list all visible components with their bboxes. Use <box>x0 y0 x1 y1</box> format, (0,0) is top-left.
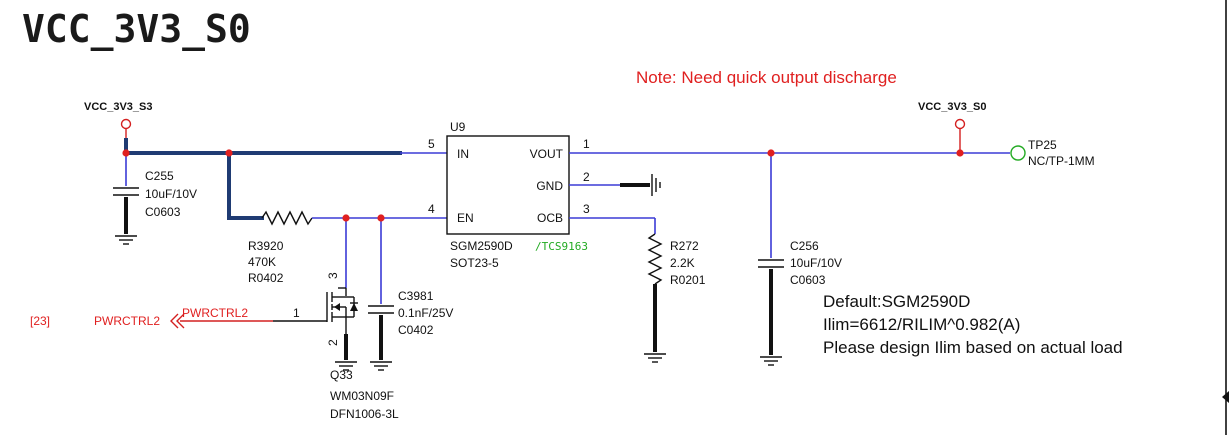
r272-value: 2.2K <box>670 256 695 270</box>
input-rail-terminal <box>120 118 132 130</box>
r3920-package: R0402 <box>248 271 284 285</box>
ground-symbol-c256 <box>760 356 782 366</box>
ground-symbol-c3981 <box>370 361 392 371</box>
c256-ref: C256 <box>790 239 819 253</box>
output-rail-terminal <box>954 118 966 130</box>
u9-pin-en-name: EN <box>457 211 474 225</box>
junction-vout-c256 <box>767 149 775 157</box>
q33-part: WM03N09F <box>330 389 394 403</box>
pwrctrl2-net-label: PWRCTRL2 <box>182 306 248 320</box>
u9-ref: U9 <box>450 120 466 134</box>
u9-pin-gnd-name: GND <box>536 179 563 193</box>
c3981-value: 0.1nF/25V <box>398 306 453 320</box>
en-pullup-bus <box>227 151 264 220</box>
q33-pin-drain: 3 <box>326 272 340 279</box>
q33-package: DFN1006-3L <box>330 407 399 421</box>
offpage-connector-arrows <box>170 313 185 329</box>
junction-input-en <box>225 149 233 157</box>
c255-package: C0603 <box>145 205 181 219</box>
junction-en-q33 <box>342 214 350 222</box>
u9-pin-ocb-name: OCB <box>537 211 563 225</box>
junction-vout-rail <box>956 149 964 157</box>
r3920-value: 470K <box>248 255 276 269</box>
u9-pin-vout-num: 1 <box>583 137 590 151</box>
u9-alt-part: /TCS9163 <box>535 240 588 253</box>
sheet-title: VCC_3V3_S0 <box>22 7 251 51</box>
u9-package: SOT23-5 <box>450 256 499 270</box>
input-rail-port: VCC_3V3_S3 <box>84 101 153 138</box>
u9-pin-vout-name: VOUT <box>530 147 564 161</box>
u9-pin-ocb-num: 3 <box>583 202 590 216</box>
r272-ref: R272 <box>670 239 699 253</box>
r272-package: R0201 <box>670 273 706 287</box>
ground-symbol-r272 <box>644 353 666 363</box>
resistor-r272: R272 2.2K R0201 <box>647 233 706 352</box>
u9-pin-en-num: 4 <box>428 202 435 216</box>
capacitor-c255: C255 10uF/10V C0603 <box>113 153 197 234</box>
testpoint-icon <box>1010 145 1026 161</box>
c3981-ref: C3981 <box>398 289 434 303</box>
u9-pin-in-name: IN <box>457 147 469 161</box>
junction-input-c255 <box>122 149 130 157</box>
q33-pin-source: 2 <box>326 339 340 346</box>
default-note-line-3: Please design Ilim based on actual load <box>823 338 1123 357</box>
c256-value: 10uF/10V <box>790 256 842 270</box>
sheet-reference: [23] <box>30 314 50 328</box>
q33-pin-gate: 1 <box>293 306 300 320</box>
capacitor-c256: C256 10uF/10V C0603 <box>758 153 842 355</box>
ground-symbol-q33 <box>335 361 357 371</box>
default-note-line-1: Default:SGM2590D <box>823 292 970 311</box>
output-rail-label: VCC_3V3_S0 <box>918 101 987 113</box>
junction-en-c3981 <box>377 214 385 222</box>
c256-package: C0603 <box>790 273 826 287</box>
u9-pin-in-num: 5 <box>428 137 435 151</box>
u9-part: SGM2590D <box>450 239 513 253</box>
testpoint-tp25: TP25 NC/TP-1MM <box>1010 138 1095 168</box>
u9-pin-gnd-num: 2 <box>583 170 590 184</box>
discharge-note: Note: Need quick output discharge <box>636 68 897 87</box>
r3920-ref: R3920 <box>248 239 284 253</box>
c255-ref: C255 <box>145 169 174 183</box>
offpage-net-label: PWRCTRL2 <box>94 314 160 328</box>
c255-value: 10uF/10V <box>145 187 197 201</box>
capacitor-c3981: C3981 0.1nF/25V C0402 <box>368 289 453 360</box>
tp25-value: NC/TP-1MM <box>1028 154 1095 168</box>
input-rail-label: VCC_3V3_S3 <box>84 101 153 113</box>
output-rail-port: VCC_3V3_S0 <box>918 101 987 153</box>
default-note-line-2: Ilim=6612/RILIM^0.982(A) <box>823 315 1020 334</box>
regulator-u9: U9 IN 5 EN 4 VOUT 1 GND 2 OCB 3 SGM2590D… <box>428 120 590 270</box>
mosfet-q33: 3 2 Q33 WM03N09F DFN1006-3L <box>326 272 399 421</box>
tp25-ref: TP25 <box>1028 138 1057 152</box>
c3981-package: C0402 <box>398 323 434 337</box>
resistor-r3920: R3920 470K R0402 <box>248 210 447 285</box>
ground-symbol-c255 <box>115 235 137 245</box>
border-marker-icon <box>1222 391 1229 403</box>
ground-symbol-u9 <box>651 174 661 196</box>
q33-ref: Q33 <box>330 368 353 382</box>
